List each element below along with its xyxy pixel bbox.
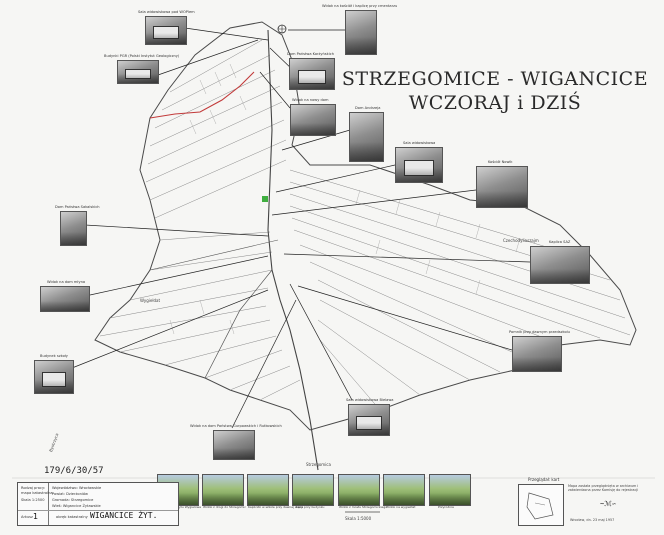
photo-caption: Widok na kościół i kaplicę przy cmentarz… [322,4,398,8]
legend-work-type-value: mapa katastralna [21,491,53,495]
photo-dom-mlyna[interactable] [40,286,90,312]
legend-work-type-label: Rodzaj pracy: [21,486,46,490]
photo-caption: Dom Państwa Korżyńskich [287,52,335,56]
legend-village: Wieś: Wigancice Żytawskie [52,504,101,508]
photo-kosciol[interactable] [345,10,377,55]
photo-szkola[interactable] [34,360,74,394]
strip-caption: Łąka przy budynku [296,505,325,509]
map-legend: Rodzaj pracy: mapa katastralna Skala 1:2… [17,482,179,526]
photo-sala-wopl[interactable] [145,16,187,45]
legend-county: Powiat: Dzierżoniów [52,492,88,496]
strip-photo-3[interactable] [247,474,289,506]
photo-caption: Budynki PGR (Polski Instytut Geologiczny… [104,54,180,58]
photo-caption: Sala widowiskowa Bielawa [346,398,394,402]
approval-stamp [518,484,564,526]
stamp-title: Przeglądał: kart [528,477,560,482]
strip-caption: Kapliczki w szkole przy dawnej stacji [248,505,303,509]
archive-code: 179/6/30/57 [44,466,104,476]
place-label-east: Czechodyliaszajm [503,238,539,243]
photo-caption: Kościół Nowik [488,160,513,164]
legend-scale: Skala 1:2500 [21,498,45,502]
strip-photo-2[interactable] [202,474,244,506]
legend-sheet-value: 1 [33,512,39,521]
map-subtitle: WCZORAJ i DZIŚ [408,92,582,114]
strip-caption: Widok na wygiełdat [386,505,416,509]
photo-caption: Kaplica SAZ [549,240,571,244]
stamp-sketch-icon [526,492,554,520]
strip-caption: Przyrodnia [438,505,454,509]
photo-sala-widowiskowa[interactable] [395,147,443,183]
strip-caption: Widok z drogi do Strzegomic [203,505,246,509]
signature: ~ℳ∽ [600,500,616,508]
stamp-note: Mapa została przeglądnięta w archiwum i … [568,484,639,493]
photo-caption: Widok na dom Państwa Gurpowskich i Rutko… [190,424,282,428]
legend-voivodeship: Województwo: Wrocławskie [52,486,102,490]
strip-photo-7[interactable] [429,474,471,506]
photo-kosciol-nowik[interactable] [476,166,528,208]
photo-sala-bielawa[interactable] [348,404,390,436]
place-label-south: Strzegomica [306,462,331,467]
photo-dom-andrzeja[interactable] [349,112,384,162]
photo-caption: Sala widowiskowa pod WOPlem [138,10,195,14]
photo-caption: Dom Państwa Sakalskich [55,205,100,209]
photo-caption: Pomnik przy dawnym przedszkolu [509,330,570,334]
legend-sheet-label: Arkusz [21,515,33,519]
photo-dom-korzynskich[interactable] [289,58,335,90]
strip-photo-4[interactable] [292,474,334,506]
legend-place-handwritten: WIGANCICE ŻYT. [90,511,158,520]
photo-caption: Budynek szkoły [40,354,68,358]
strip-photo-6[interactable] [383,474,425,506]
strip-caption: Widok z mostu Strzegomickiego [339,505,388,509]
photo-pomnik[interactable] [512,336,562,372]
photo-caption: Sala widowiskowa [403,141,436,145]
photo-caption: Widok na dom młyna [47,280,86,284]
legend-obreb-label: obręb katastralny [56,515,88,519]
photo-caption: Widok na nowy dom [292,98,329,102]
strip-photo-5[interactable] [338,474,380,506]
location-marker [262,196,268,202]
photo-dom-sakalskich[interactable] [60,211,87,246]
map-title: STRZEGOMICE - WIGANCICE [341,68,649,90]
photo-dom-gurpowskich[interactable] [213,430,255,460]
place-label-west: Wygiełdat [140,298,161,303]
photo-pgr[interactable] [117,60,159,84]
stream [149,71,255,119]
photo-nowy-dom[interactable] [290,104,336,136]
stamp-date: Wrocław, dn. 23 maj 1957 [570,518,615,522]
photo-caption: Dom Andrzeja [355,106,381,110]
photo-kaplica[interactable] [530,246,590,284]
legend-commune: Gromada: Strzegomice [52,498,94,502]
main-road [267,29,319,471]
strip-caption: Widok ze szczytu Wygielowa [158,505,201,509]
scale-bar-label: Skala 1:5000 [345,516,372,521]
